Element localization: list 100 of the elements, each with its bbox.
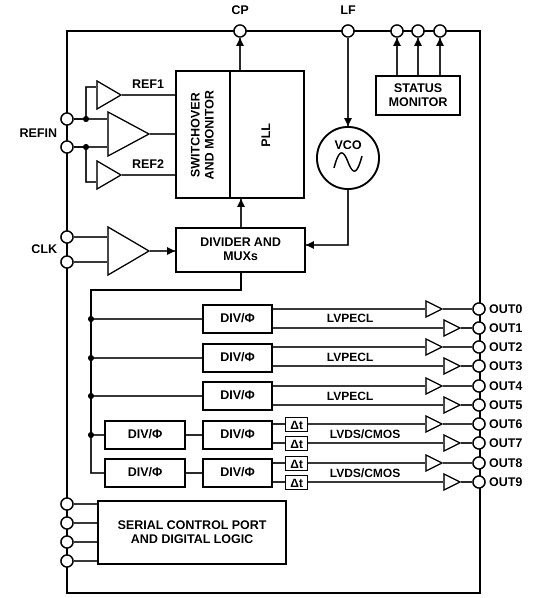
pin-circle bbox=[472, 456, 486, 470]
pin-label: OUT5 bbox=[489, 398, 522, 412]
block-label: Δt bbox=[290, 418, 303, 430]
connector bbox=[308, 442, 443, 444]
pin-circle bbox=[341, 24, 355, 38]
buffer-triangle bbox=[443, 473, 461, 491]
connector bbox=[74, 118, 107, 120]
pin-label: OUT1 bbox=[489, 322, 522, 334]
connector bbox=[461, 327, 472, 329]
connector bbox=[122, 174, 175, 176]
block-label: VCO bbox=[334, 139, 362, 153]
connector bbox=[308, 423, 425, 425]
buffer-triangle bbox=[443, 319, 461, 337]
buffer-triangle bbox=[443, 434, 461, 452]
connector bbox=[443, 308, 472, 310]
arrow bbox=[436, 38, 444, 75]
connector bbox=[74, 261, 107, 263]
pin-circle bbox=[60, 516, 74, 530]
pin-circle bbox=[472, 302, 486, 316]
buffer-triangle bbox=[425, 454, 443, 472]
connector bbox=[443, 423, 472, 425]
connector bbox=[74, 541, 97, 543]
delay-box bbox=[285, 417, 308, 432]
connector bbox=[150, 133, 175, 135]
block-label: DIV/Φ bbox=[220, 312, 255, 326]
process-box bbox=[375, 75, 461, 116]
block-label: DIVIDER AND MUXs bbox=[199, 236, 282, 264]
arrow bbox=[150, 247, 175, 255]
connector bbox=[443, 385, 472, 387]
arrow bbox=[236, 38, 244, 70]
arrow bbox=[393, 38, 401, 75]
block-label: DIV/Φ bbox=[220, 466, 255, 480]
connector bbox=[443, 346, 472, 348]
pin-circle bbox=[60, 255, 74, 269]
block-label: SWITCHOVER AND MONITOR bbox=[189, 88, 217, 182]
buffer-triangle bbox=[96, 160, 122, 190]
block-label: SERIAL CONTROL PORT AND DIGITAL LOGIC bbox=[116, 518, 268, 546]
block-label: DIV/Φ bbox=[128, 466, 162, 480]
connector bbox=[273, 462, 285, 464]
connector bbox=[122, 94, 175, 96]
pin-circle bbox=[472, 340, 486, 354]
process-box bbox=[97, 500, 287, 565]
pll-box bbox=[229, 70, 305, 199]
connector bbox=[90, 273, 242, 474]
pin-label: OUT6 bbox=[489, 418, 522, 430]
pin-circle bbox=[60, 230, 74, 244]
pin-circle bbox=[390, 24, 404, 38]
pin-circle bbox=[472, 417, 486, 431]
block-label: DIV/Φ bbox=[128, 428, 162, 442]
pin-circle bbox=[472, 436, 486, 450]
buffer-triangle bbox=[443, 357, 461, 375]
connector bbox=[186, 472, 202, 474]
buffer-triangle bbox=[443, 396, 461, 414]
signal-label: LVPECL bbox=[326, 390, 374, 402]
pin-circle bbox=[472, 359, 486, 373]
pin-label: CLK bbox=[31, 242, 57, 256]
pin-circle bbox=[60, 535, 74, 549]
block-label: Δt bbox=[290, 476, 303, 488]
connector bbox=[186, 434, 202, 436]
connector bbox=[273, 308, 425, 310]
block-label: STATUS MONITOR bbox=[388, 82, 448, 110]
block-label: DIV/Φ bbox=[220, 428, 255, 442]
pin-label: OUT7 bbox=[489, 436, 522, 450]
signal-label: LVDS/CMOS bbox=[330, 467, 400, 479]
connector bbox=[443, 462, 472, 464]
pin-circle bbox=[233, 24, 247, 38]
pin-label: REFIN bbox=[20, 126, 57, 140]
delay-box bbox=[285, 456, 308, 471]
buffer-triangle bbox=[107, 226, 150, 276]
connector bbox=[273, 442, 285, 444]
pin-circle bbox=[472, 321, 486, 335]
pin-circle bbox=[472, 475, 486, 489]
block-label: DIV/Φ bbox=[220, 389, 255, 403]
block-label: PLL bbox=[260, 122, 274, 148]
arrow bbox=[414, 38, 422, 75]
pin-circle bbox=[60, 497, 74, 511]
connector bbox=[74, 146, 96, 183]
pin-label: OUT0 bbox=[489, 302, 522, 316]
connector bbox=[273, 365, 443, 367]
signal-label: REF1 bbox=[132, 78, 164, 90]
connector bbox=[273, 327, 443, 329]
pin-label: CP bbox=[231, 4, 249, 16]
signal-label: REF2 bbox=[132, 158, 164, 170]
pin-circle bbox=[411, 24, 425, 38]
buffer-triangle bbox=[425, 338, 443, 356]
arrow bbox=[344, 38, 352, 126]
connector bbox=[308, 481, 443, 483]
pin-label: OUT8 bbox=[489, 456, 522, 470]
connector bbox=[74, 503, 97, 505]
connector bbox=[461, 404, 472, 406]
buffer-triangle bbox=[425, 300, 443, 318]
connector bbox=[461, 365, 472, 367]
connector bbox=[74, 522, 97, 524]
block-label: Δt bbox=[290, 458, 303, 470]
connector bbox=[273, 404, 443, 406]
connector bbox=[461, 481, 472, 483]
connector bbox=[273, 385, 425, 387]
connector bbox=[461, 442, 472, 444]
delay-box bbox=[285, 475, 308, 490]
pin-circle bbox=[472, 379, 486, 393]
